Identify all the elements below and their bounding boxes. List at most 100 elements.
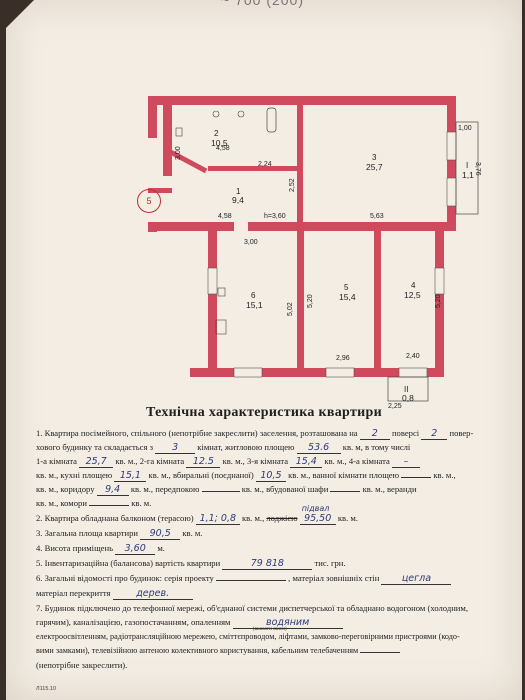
form-header-code: ~ 700 (200) [221,0,304,8]
dim: 2,24 [258,161,272,168]
dim: 3,00 [175,146,182,160]
p8-line3: електроосвітленням, радіотрансляційною м… [36,632,460,641]
plan-marker: 5 [137,189,161,213]
toilet-icon [212,110,220,118]
wall-5-4 [374,231,381,368]
room-1-area: 9,4 [232,195,244,205]
floor-plan: 2 10,5 3 25,7 1 9,4 I 1,1 6 15,1 5 15,4 … [148,96,481,410]
p8-line2: гарячим), каналізацією, газопостачанням,… [36,617,343,632]
dim: 4,58 [218,213,232,220]
wall-top [148,96,456,105]
bathtub-icon [266,107,277,133]
dim: 2,40 [406,353,420,360]
corridor-area: 9,4 [96,484,129,496]
room-5-num: 5 [344,283,349,292]
room-6-area: 15,1 [246,300,263,310]
wc-area: 10,5 [255,470,286,482]
wall-bottom [190,368,444,377]
balcony-II-num: II [404,385,408,394]
doc-title: Технічна характеристика квартири [146,405,382,420]
room-3-area: 25,7 [366,162,383,172]
wall-left-lower [208,222,217,377]
inventory-value: 79 818 [222,558,313,570]
dim: 2,52 [289,178,296,192]
p8-line1: 7. Будинок підключено до телефонної мере… [36,603,468,613]
rooms-count: 3 [155,442,196,454]
kitchen-sink-icon [215,319,227,335]
rooms-line: 1-а кімната 25,7 кв. м., 2-га кімната 12… [36,456,420,468]
sink-icon [237,110,245,118]
window-3a [446,131,457,161]
wall-6-5 [297,231,304,368]
dim: 1,00 [458,125,472,132]
p3-line: 3. Загальна площа квартири 90,5 кв. м. [36,528,203,540]
dim: 2,96 [336,355,350,362]
window-4 [398,367,428,378]
wall-left-room2 [163,96,172,176]
living-area: 53.6 [296,442,341,454]
ceiling-height: h=3,60 [264,213,286,220]
p7-line: матеріал перекриття дерев. [36,588,193,600]
balcony-II [387,376,429,402]
room-4-area: 12,5 [404,290,421,300]
dim: 5,02 [287,302,294,316]
dim: 3,76 [474,162,481,176]
room-2-area: 10,5 [211,138,228,148]
room3-area: 15,4 [290,456,323,468]
p4-line: 4. Висота приміщень 3,60 м. [36,543,165,555]
p8-line4: вими замками), телевізійною антеною коле… [36,646,401,655]
room2-area: 12.5 [186,456,221,468]
boiler-icon [175,127,183,137]
p5-line: 5. Інвентаризаційна (балансова) вартість… [36,558,346,570]
cellar-label: підвал [301,504,330,513]
torn-corner [6,0,34,28]
walls-material: цегла [381,573,452,585]
wall-left-upper [148,96,157,138]
window-5 [325,367,355,378]
stove-icon [217,287,226,297]
floor-value: 2 [359,428,390,440]
room1-area: 25,7 [79,456,114,468]
balcony-I [455,121,479,215]
window-4-side [434,267,445,295]
wall-3-left [297,105,303,222]
balcony-II-area: 0,8 [402,393,414,403]
room-4-num: 4 [411,281,416,290]
kitchen-area: 15,1 [114,470,147,482]
window-6 [233,367,263,378]
heating-type: водяним [232,617,343,629]
total-floors-value: 2 [421,428,448,440]
wall-room2-bottom [208,166,298,171]
room-6-num: 6 [251,291,256,300]
wall-right-upper [447,96,456,226]
wall-right-lower [435,222,444,377]
door-6 [234,222,248,231]
floor-material: дерев. [112,588,193,600]
corridor-line: кв. м., коридору 9,4 кв. м., передпокою … [36,484,417,496]
p2-line: 2. Квартира обладнана балконом (терасою)… [36,504,358,525]
p8-line5: (непотрібне закреслити). [36,660,128,670]
p1-line2: хового будинку та складається з 3 кімнат… [36,442,411,454]
dim: 5,20 [307,294,314,308]
total-area: 90,5 [140,528,181,540]
window-3b [446,177,457,207]
window-6-side [207,267,218,295]
room-2-num: 2 [214,129,219,138]
room-3-num: 3 [372,153,377,162]
document-sheet: ~ 700 (200) [6,0,522,700]
room-5-area: 15,4 [339,292,356,302]
wall-mid [148,222,456,231]
wall-corner [148,222,157,232]
dim: 2,25 [388,403,402,410]
dim: 5,20 [435,294,442,308]
balcony-area: 1,1; 0,8 [195,513,240,525]
p1-line1: 1. Квартира посімейного, спільного (непо… [36,428,474,440]
wall-diag-1 [169,150,208,174]
kitchen-line: кв. м., кухні площею 15,1 кв. м., вбирал… [36,470,456,482]
room4-area: – [391,456,420,468]
cellar-area: 95,50 [299,513,336,525]
storage-line: кв. м., комори кв. м. [36,498,152,508]
ceiling-height-value: 3,60 [115,543,156,555]
dim: 3,00 [244,239,258,246]
wall-entrance [148,188,172,193]
